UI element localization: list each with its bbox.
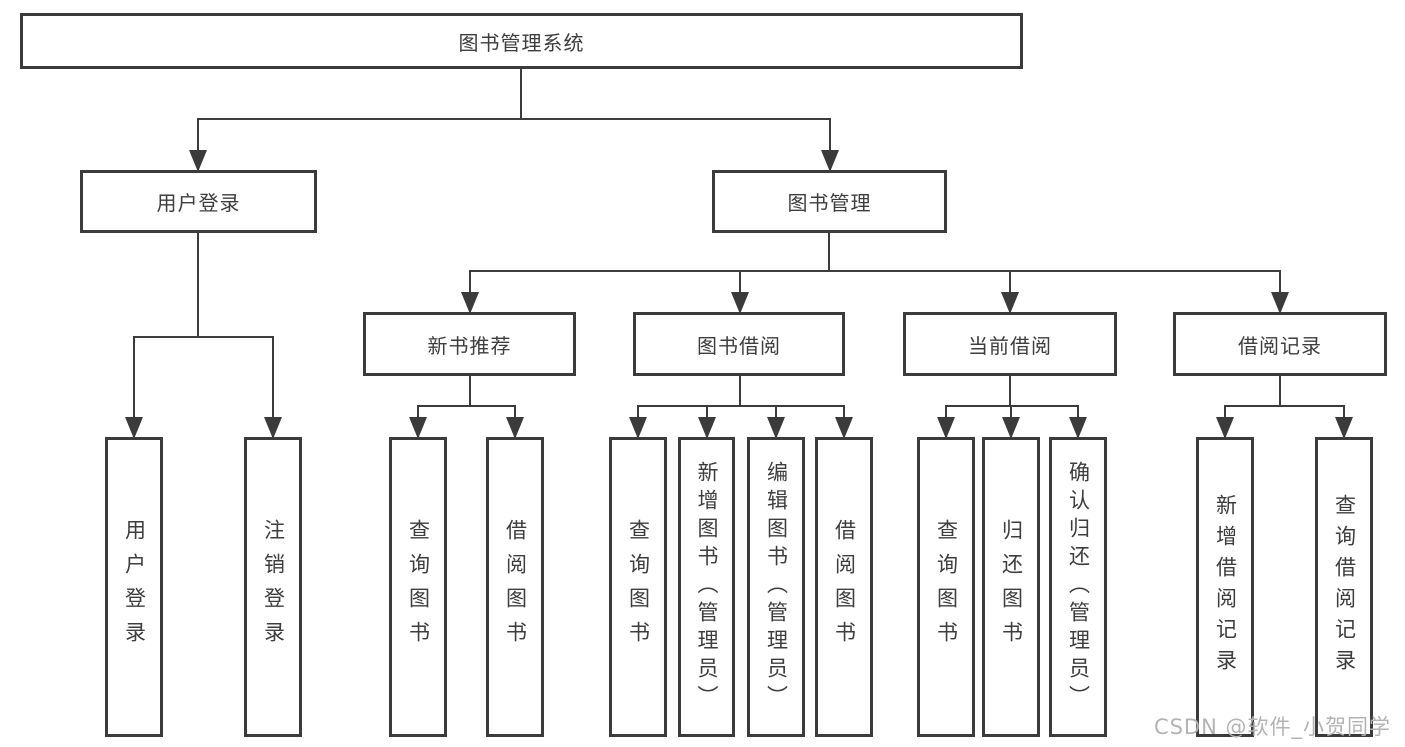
node-label: 当前借阅 xyxy=(968,333,1052,358)
node-label: 借阅记录 xyxy=(1238,333,1322,358)
leaf-return-book: 归还图书 xyxy=(982,437,1040,737)
arrow-to-current-borrow xyxy=(1001,270,1019,314)
leaf-query-book-current: 查询图书 xyxy=(917,437,975,737)
rail-current-borrow xyxy=(945,405,1079,407)
arrow-to-book-borrow xyxy=(731,270,749,314)
node-label: 图书借阅 xyxy=(697,333,781,358)
leaf-label: 新增借阅记录 xyxy=(1213,494,1238,680)
csdn-watermark: CSDN @软件_小贺同学 xyxy=(1153,715,1391,739)
node-current-borrow: 当前借阅 xyxy=(903,312,1117,376)
arrow-to-leaf-query-book-2 xyxy=(629,405,647,439)
arrow-to-leaf-query-borrow-record xyxy=(1335,405,1353,439)
leaf-label: 新增图书（管理员） xyxy=(695,461,719,713)
stub-root xyxy=(520,69,522,118)
node-book-borrow: 图书借阅 xyxy=(633,312,845,376)
rail-new-book-recommend xyxy=(417,405,516,407)
node-user-login: 用户登录 xyxy=(80,170,317,233)
arrow-to-leaf-return-book xyxy=(1002,405,1020,439)
leaf-edit-book-admin: 编辑图书（管理员） xyxy=(747,437,805,737)
node-label: 新书推荐 xyxy=(427,333,512,358)
leaf-label: 归还图书 xyxy=(999,519,1024,655)
stub-new-book-recommend xyxy=(469,376,471,405)
stub-borrow-records xyxy=(1279,376,1281,405)
leaf-borrow-book-recommend: 借阅图书 xyxy=(486,437,544,737)
stub-user-login xyxy=(197,233,199,336)
node-new-book-recommend: 新书推荐 xyxy=(363,312,576,376)
leaf-query-book-borrow: 查询图书 xyxy=(609,437,667,737)
arrow-to-borrow-records xyxy=(1271,270,1289,314)
leaf-label: 注销登录 xyxy=(261,519,286,655)
arrow-to-leaf-logout xyxy=(264,336,282,439)
stub-book-management xyxy=(828,233,830,270)
leaf-label: 查询图书 xyxy=(626,519,651,655)
node-label: 用户登录 xyxy=(156,191,241,215)
stub-book-borrow xyxy=(739,376,741,405)
rail-borrow-records xyxy=(1224,405,1345,407)
arrow-to-leaf-borrow-book-2 xyxy=(835,405,853,439)
leaf-borrow-book-2: 借阅图书 xyxy=(815,437,873,737)
rail-user-login xyxy=(133,336,274,338)
leaf-label: 确认归还（管理员） xyxy=(1066,461,1091,713)
arrow-to-leaf-borrow-book-1 xyxy=(506,405,524,439)
arrow-to-leaf-query-book-3 xyxy=(937,405,955,439)
rail-book-management xyxy=(469,270,1281,272)
node-label: 图书管理系统 xyxy=(458,30,585,55)
rail-root xyxy=(197,118,831,120)
leaf-label: 查询借阅记录 xyxy=(1332,494,1357,680)
leaf-label: 查询图书 xyxy=(406,519,431,655)
leaf-label: 编辑图书（管理员） xyxy=(764,461,789,713)
leaf-user-login: 用户登录 xyxy=(105,437,163,737)
arrow-to-leaf-edit-book xyxy=(767,405,785,439)
node-label: 图书管理 xyxy=(787,191,872,215)
leaf-add-book-admin: 新增图书（管理员） xyxy=(678,437,735,737)
node-book-management: 图书管理 xyxy=(712,170,947,233)
leaf-add-borrow-record: 新增借阅记录 xyxy=(1196,437,1254,737)
leaf-logout: 注销登录 xyxy=(244,437,302,737)
arrow-to-leaf-query-book-1 xyxy=(409,405,427,439)
arrow-to-leaf-confirm-return xyxy=(1069,405,1087,439)
leaf-label: 查询图书 xyxy=(934,519,959,655)
arrow-to-leaf-user-login xyxy=(125,336,143,439)
leaf-label: 用户登录 xyxy=(122,519,147,655)
node-borrow-records: 借阅记录 xyxy=(1173,312,1387,376)
arrow-to-book-management xyxy=(821,118,839,172)
arrow-to-user-login xyxy=(189,118,207,172)
arrow-to-leaf-add-borrow-record xyxy=(1216,405,1234,439)
leaf-query-book-recommend: 查询图书 xyxy=(389,437,447,737)
leaf-label: 借阅图书 xyxy=(832,519,857,655)
arrow-to-new-book-recommend xyxy=(461,270,479,314)
arrow-to-leaf-add-book xyxy=(698,405,716,439)
leaf-label: 借阅图书 xyxy=(503,519,528,655)
node-library-system: 图书管理系统 xyxy=(20,13,1023,69)
leaf-query-borrow-record: 查询借阅记录 xyxy=(1315,437,1373,737)
leaf-confirm-return-admin: 确认归还（管理员） xyxy=(1049,437,1107,737)
rail-book-borrow xyxy=(637,405,845,407)
stub-current-borrow xyxy=(1009,376,1011,405)
